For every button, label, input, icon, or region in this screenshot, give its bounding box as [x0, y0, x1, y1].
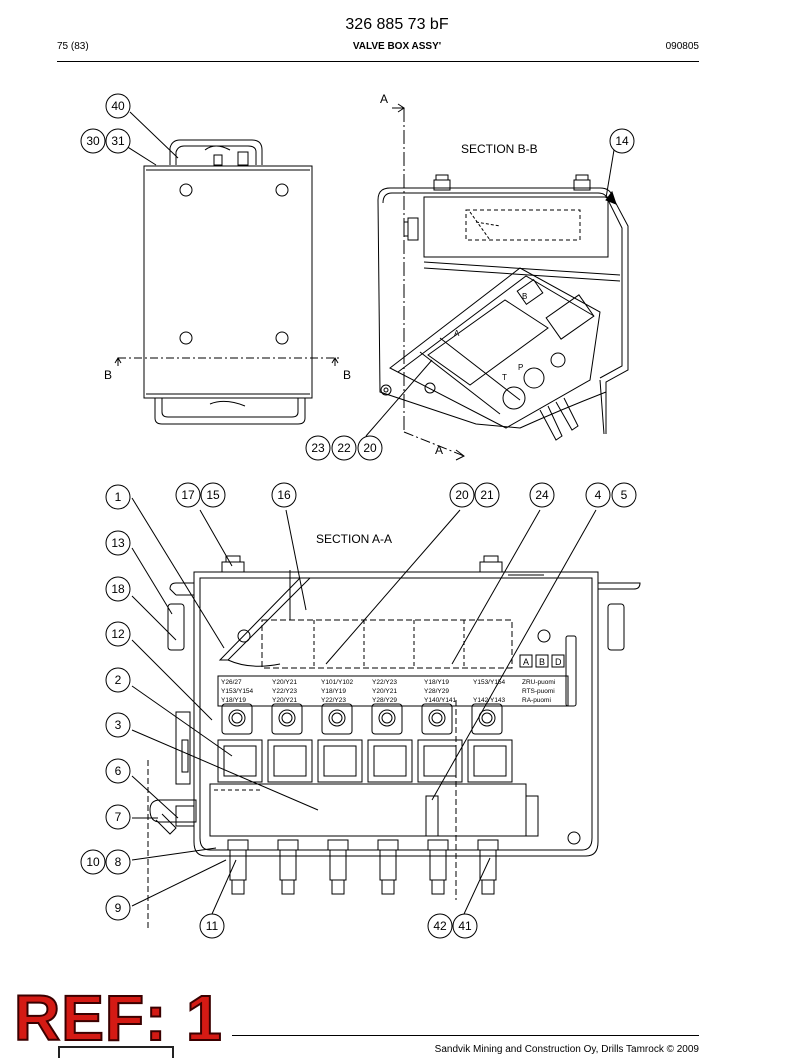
callout-14: 14: [615, 134, 629, 148]
document-date: 090805: [665, 41, 699, 52]
callout-5: 5: [621, 488, 628, 502]
section-b-b-view: [365, 103, 629, 461]
callout-21: 21: [480, 488, 494, 502]
callout-16: 16: [277, 488, 291, 502]
callout-41: 41: [458, 919, 472, 933]
plate-box-b: B: [539, 657, 545, 667]
callout-1: 1: [115, 490, 122, 504]
plate-cell: Y140/Y141: [424, 697, 457, 704]
callout-12: 12: [111, 627, 125, 641]
plate-cell: Y22/Y23: [272, 688, 297, 695]
callout-numbers: 40 30 31 14 23 22 20 1 17 15 16 20 21 24…: [86, 99, 629, 933]
callout-11: 11: [206, 919, 219, 933]
port-label-a: A: [454, 329, 460, 338]
plate-cell: Y22/Y23: [321, 697, 346, 704]
plate-cell: RTS-puomi: [522, 688, 555, 695]
plate-cell: Y28/Y29: [424, 688, 449, 695]
plate-cell: Y153/Y154: [473, 679, 506, 686]
callout-23: 23: [311, 441, 325, 455]
plate-cell: Y22/Y23: [372, 679, 397, 686]
callout-17: 17: [181, 488, 195, 502]
callout-9: 9: [115, 901, 122, 915]
callout-13: 13: [111, 536, 125, 550]
document-number: 326 885 73 bF: [345, 16, 449, 33]
header-rule: [57, 61, 699, 62]
callout-3: 3: [115, 718, 122, 732]
cut-b-label-right: B: [343, 368, 351, 382]
bottom-fittings: [227, 839, 499, 895]
port-label-b: B: [522, 292, 527, 301]
cut-b-label-left: B: [104, 368, 112, 382]
callout-42: 42: [433, 919, 447, 933]
plate-box-a: A: [523, 657, 529, 667]
callout-31: 31: [111, 134, 125, 148]
callout-10: 10: [86, 855, 100, 869]
plate-cell: Y101/Y102: [321, 679, 354, 686]
callout-15: 15: [206, 488, 220, 502]
callout-24: 24: [535, 488, 549, 502]
callout-circles: [80, 93, 637, 939]
callout-40: 40: [111, 99, 125, 113]
page-number: 75 (83): [57, 41, 89, 52]
callout-22: 22: [337, 441, 351, 455]
callout-18: 18: [111, 582, 125, 596]
callout-20: 20: [363, 441, 377, 455]
valve-stack: [209, 703, 539, 837]
label-plate: Y26/27 Y20/Y21 Y101/Y102 Y22/Y23 Y18/Y19…: [221, 679, 555, 704]
plate-cell: Y20/Y21: [272, 697, 297, 704]
footer-rule: [232, 1035, 699, 1036]
callout-8: 8: [115, 855, 122, 869]
callout-7: 7: [115, 810, 122, 824]
plate-cell: Y28/Y29: [372, 697, 397, 704]
callout-20: 20: [455, 488, 469, 502]
plate-cell: ZRU-puomi: [522, 679, 555, 686]
callout-30: 30: [86, 134, 100, 148]
callout-4: 4: [595, 488, 602, 502]
plate-cell: Y18/Y19: [424, 679, 449, 686]
cut-a-label-top: A: [380, 92, 388, 106]
port-label-p: P: [518, 363, 523, 372]
front-view: [114, 111, 340, 425]
footer-copyright: Sandvik Mining and Construction Oy, Dril…: [434, 1044, 699, 1055]
plate-cell: Y18/Y19: [321, 688, 346, 695]
cut-a-label-bottom: A: [435, 443, 443, 457]
plate-cell: Y18/Y19: [221, 697, 246, 704]
plate-cell: Y20/Y21: [372, 688, 397, 695]
ref-stamp: REF: 1: [13, 982, 223, 1054]
plate-cell: Y26/27: [221, 679, 242, 686]
callout-6: 6: [115, 764, 122, 778]
section-b-b-label: SECTION B-B: [461, 142, 538, 156]
section-a-a-view: [131, 497, 641, 930]
plate-box-d: D: [555, 657, 562, 667]
plate-cell: RA-puomi: [522, 697, 551, 704]
brand-logo-box: [58, 1046, 174, 1058]
callout-2: 2: [115, 673, 122, 687]
port-label-t: T: [502, 373, 507, 382]
plate-cell: Y153/Y154: [221, 688, 254, 695]
plate-cell: Y20/Y21: [272, 679, 297, 686]
section-a-a-label: SECTION A-A: [316, 532, 392, 546]
document-title: VALVE BOX ASSY': [352, 41, 442, 52]
plate-cell: Y142/Y143: [473, 697, 506, 704]
